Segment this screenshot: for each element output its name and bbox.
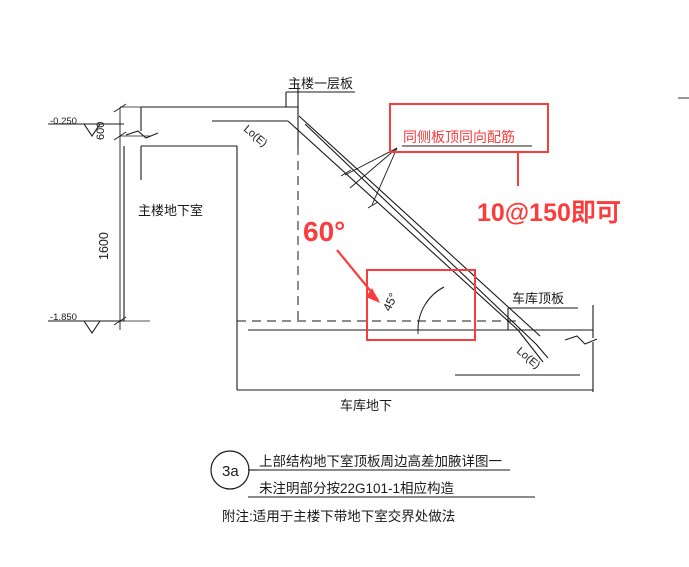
annotation-box-angle <box>366 269 476 341</box>
title-line-3: 附注:适用于主楼下带地下室交界处做法 <box>222 508 455 524</box>
angle-value-45: 45° <box>380 291 400 314</box>
cad-geometry <box>48 83 689 498</box>
label-top-slab: 主楼一层板 <box>288 76 353 91</box>
dimension-value-600: 600 <box>95 122 107 140</box>
annotation-box-rebar-note <box>389 103 549 153</box>
note-leader-line-1 <box>344 147 398 176</box>
level-value-lower: -1.850 <box>50 312 77 323</box>
haunch-rebar-tail-b <box>535 343 549 359</box>
annotation-text-spacing: 10@150即可 <box>477 199 621 227</box>
rebar-tick-2 <box>367 201 379 209</box>
haunch-outer-line <box>287 120 519 331</box>
note-leader-line-3 <box>349 147 398 189</box>
rebar-tick-1 <box>340 169 352 177</box>
haunch-rebar-line-a <box>298 115 541 337</box>
break-mark-right <box>564 335 598 345</box>
cad-text-layer: -0.250 600 1600 -1.850 主楼地下室 主楼一层板 Lo(E)… <box>50 76 564 524</box>
label-lap-length-lower: Lo(E) <box>514 345 542 371</box>
dimension-value-1600: 1600 <box>97 232 111 260</box>
annotation-text-rebar-note: 同侧板顶同向配筋 <box>403 129 515 145</box>
detail-marker-label: 3a <box>222 463 239 480</box>
label-basement-room: 主楼地下室 <box>138 203 203 218</box>
annotation-arrow-head <box>366 288 380 303</box>
level-value-upper: -0.250 <box>50 116 77 127</box>
label-garage-underground: 车库地下 <box>340 398 392 413</box>
red-annotation-layer: 同侧板顶同向配筋 10@150即可 60° <box>303 103 621 341</box>
break-mark-left <box>125 130 159 139</box>
haunch-rebar-line-b <box>304 123 537 345</box>
label-garage-roof-slab: 车库顶板 <box>512 291 564 306</box>
angle-arc-45 <box>417 286 445 331</box>
annotation-text-angle-correction: 60° <box>303 216 345 247</box>
note-leader-line-2 <box>371 147 398 206</box>
level-triangle-lower <box>83 320 101 334</box>
level-triangle-upper <box>83 123 101 137</box>
dim-tick-top <box>113 103 127 113</box>
title-line-1: 上部结构地下室顶板周边高差加腋详图一 <box>259 453 502 469</box>
label-lap-length-upper: Lo(E) <box>241 123 269 149</box>
title-line-2: 未注明部分按22G101-1相应构造 <box>259 480 455 496</box>
haunch-rebar-tail <box>517 329 544 363</box>
